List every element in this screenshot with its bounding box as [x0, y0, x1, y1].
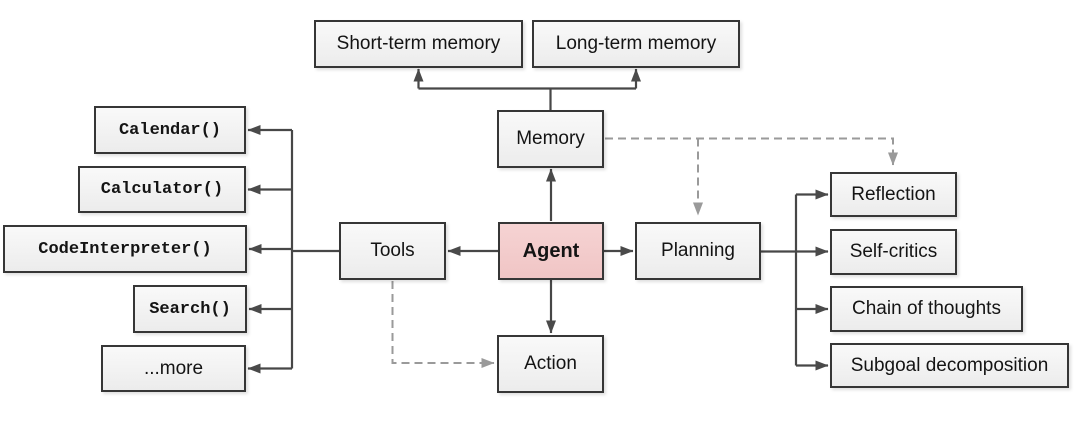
node-action: Action: [497, 335, 604, 393]
edge-tools-action-dashed: [391, 281, 495, 368]
node-reflection: Reflection: [830, 172, 957, 217]
edge-memory-reflection-dashed: [605, 137, 898, 166]
node-subgoal-decomposition: Subgoal decomposition: [830, 343, 1069, 388]
node-agent: Agent: [498, 222, 604, 280]
node-chain-of-thoughts: Chain of thoughts: [830, 286, 1023, 332]
node-planning: Planning: [635, 222, 761, 280]
node-self-critics: Self-critics: [830, 229, 957, 275]
node-calendar: Calendar(): [94, 106, 246, 154]
node-long-term-memory: Long-term memory: [532, 20, 740, 68]
tools-spine: [290, 130, 339, 369]
node-code-interpreter: CodeInterpreter(): [3, 225, 247, 273]
planning-spine: [761, 194, 798, 366]
node-tools: Tools: [339, 222, 446, 280]
node-calculator: Calculator(): [78, 166, 246, 213]
edge-memory-branch: [418, 87, 636, 110]
node-memory: Memory: [497, 110, 604, 168]
node-search: Search(): [133, 285, 247, 333]
node-more: ...more: [101, 345, 246, 392]
node-short-term-memory: Short-term memory: [314, 20, 523, 68]
